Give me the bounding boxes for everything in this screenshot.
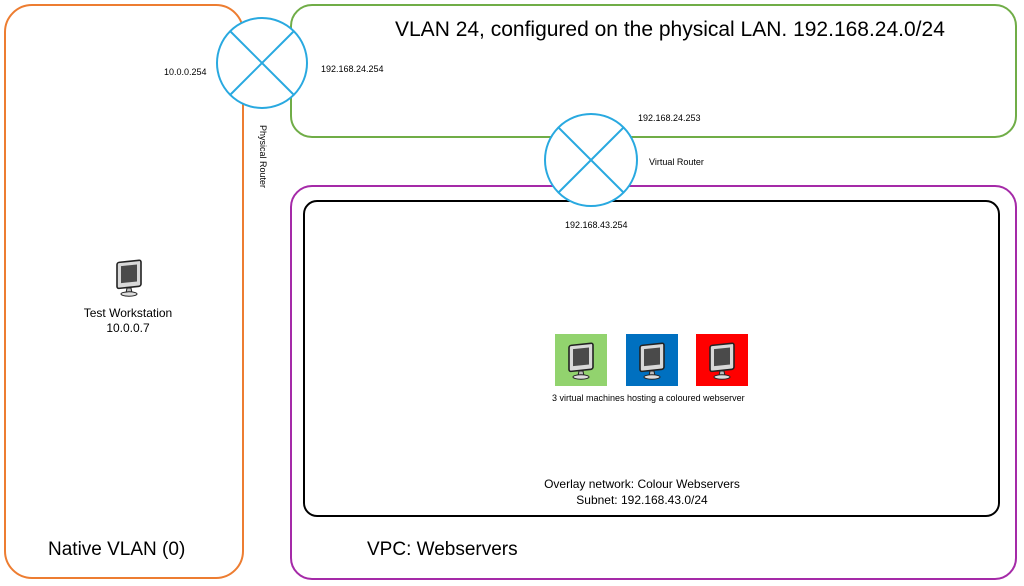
overlay-network-box [303, 200, 1000, 517]
vm-red [696, 334, 748, 386]
physical-router-icon [216, 17, 308, 109]
monitor-icon [709, 342, 735, 380]
vpc-box [290, 185, 1017, 580]
vms-caption: 3 virtual machines hosting a coloured we… [552, 393, 745, 403]
virtual-router-icon [544, 113, 638, 207]
virtual-router-label: Virtual Router [649, 157, 704, 167]
vm-green [555, 334, 607, 386]
virtual-router-top-ip: 192.168.24.253 [638, 113, 701, 123]
physical-router-label: Physical Router [258, 125, 268, 189]
overlay-subnet-label: Subnet: 192.168.43.0/24 [576, 493, 708, 507]
workstation-ip: 10.0.0.7 [106, 321, 150, 335]
workstation-name: Test Workstation [83, 306, 173, 320]
overlay-network-label: Overlay network: Colour Webservers [544, 477, 740, 491]
physical-router-left-ip: 10.0.0.254 [164, 67, 207, 77]
native-vlan-label: Native VLAN (0) [48, 539, 186, 560]
vlan24-title: VLAN 24, configured on the physical LAN.… [395, 18, 945, 41]
monitor-icon [568, 342, 594, 380]
virtual-router-bottom-ip: 192.168.43.254 [565, 220, 628, 230]
physical-router-right-ip: 192.168.24.254 [321, 64, 384, 74]
workstation-monitor-icon [116, 259, 142, 297]
native-vlan-box [4, 4, 244, 579]
monitor-icon [639, 342, 665, 380]
vpc-label: VPC: Webservers [367, 539, 518, 560]
vm-blue [626, 334, 678, 386]
